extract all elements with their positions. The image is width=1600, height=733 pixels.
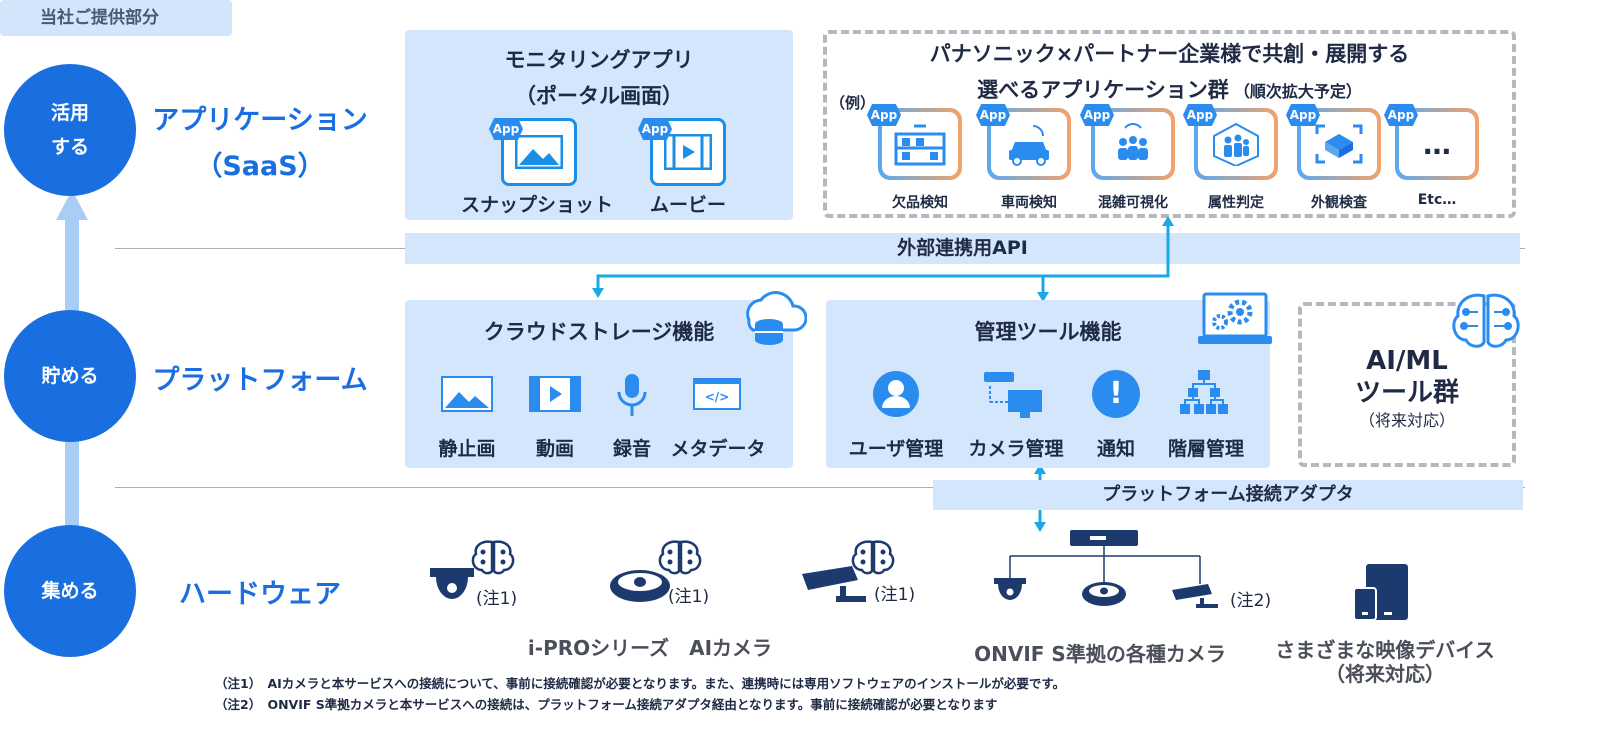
note1-marker: (注1) (476, 589, 518, 609)
image-icon (515, 135, 563, 169)
storage-item-label: 静止画 (438, 438, 496, 460)
app-tile-stockout[interactable] (878, 108, 962, 180)
app-label: 属性判定 (1208, 195, 1264, 211)
external-api-bar: 外部連携用API (405, 233, 1520, 264)
app-label: 欠品検知 (892, 195, 948, 211)
video-icon (529, 376, 581, 412)
aiml-title: ツール群 (1354, 378, 1459, 408)
cloud-storage-panel: クラウドストレージ機能 </> 静止画 動画 録音 メタデータ (405, 300, 793, 468)
storage-item-label: 動画 (535, 438, 574, 460)
layer-name-hardware: ハードウェア (179, 579, 341, 610)
film-icon (664, 134, 712, 170)
app-badge: App (1286, 104, 1320, 126)
circle-label: 貯める (41, 365, 99, 387)
storage-item-label: 録音 (612, 438, 651, 460)
onvif-camera-tree (994, 530, 1218, 608)
app-badge: App (976, 104, 1010, 126)
layer-name-line: （SaaS） (195, 151, 325, 182)
footnote-2: （注2） ONVIF S準拠カメラと本サービスへの接続は、プラットフォーム接続ア… (215, 697, 998, 712)
app-tile-vehicle[interactable] (987, 108, 1071, 180)
bullet-camera-icon (802, 566, 866, 602)
mgmt-item-label: ユーザ管理 (848, 438, 944, 460)
onvif-camera-label: ONVIF S準拠の各種カメラ (974, 642, 1226, 666)
app-label: 混雑可視化 (1098, 195, 1168, 211)
storage-item-label: メタデータ (670, 438, 766, 460)
notification-icon: ! (1092, 370, 1140, 418)
metadata-icon: </> (693, 378, 741, 410)
layer-circle-use: 活用 する (4, 64, 136, 196)
provided-scope-tag: 当社ご提供部分 (0, 0, 232, 36)
attribute-icon (1213, 122, 1259, 166)
snapshot-label: スナップショット (460, 194, 613, 216)
app-badge: App (638, 118, 672, 140)
ai-brain-icon (471, 540, 515, 575)
aiml-subtitle: （将来対応） (1358, 411, 1455, 430)
video-devices-icon (1353, 564, 1408, 621)
panel-title: モニタリングアプリ (504, 48, 694, 72)
panel-title: クラウドストレージ機能 (483, 320, 715, 344)
inspection-icon (1315, 124, 1363, 164)
note1-marker: (注1) (874, 585, 916, 605)
circle-label: する (50, 136, 89, 158)
movie-app-icon[interactable] (650, 118, 726, 186)
platform-adapter-bar: プラットフォーム接続アダプタ (933, 480, 1523, 510)
aiml-label: AI/ML ツール群 （将来対応） (1298, 345, 1516, 433)
movie-label: ムービー (649, 194, 726, 216)
app-tile-attribute[interactable] (1194, 108, 1278, 180)
note1-marker: (注1) (668, 587, 710, 607)
crowd-icon (1118, 123, 1148, 160)
microphone-icon (617, 374, 647, 416)
app-badge: App (1183, 104, 1217, 126)
ai-brain-icon (658, 540, 702, 575)
app-label: Etc… (1417, 192, 1457, 208)
layer-circle-collect: 集める (4, 525, 136, 657)
footnote-1: （注1） AIカメラと本サービスへの接続について、事前に接続確認が必要となります… (215, 676, 1066, 691)
ipro-camera-label: i-PROシリーズ AIカメラ (527, 636, 773, 660)
fisheye-camera-icon (610, 570, 670, 602)
partner-title-2: 選べるアプリケーション群 (977, 78, 1229, 102)
cloud-database-icon (746, 291, 807, 345)
circle-label: 集める (41, 580, 99, 602)
circle-label: 活用 (50, 102, 89, 124)
still-image-icon (441, 376, 493, 412)
camera-management-icon (984, 372, 1042, 418)
app-badge: App (1080, 104, 1114, 126)
app-badge: App (867, 104, 901, 126)
aiml-tools-box (1298, 302, 1516, 467)
laptop-gear-icon (1198, 292, 1272, 344)
app-badge: App (489, 118, 523, 140)
partner-subtitle: （順次拡大予定） (1233, 82, 1362, 101)
user-icon (873, 371, 919, 417)
layer-name-platform: プラットフォーム (152, 365, 368, 396)
video-devices-label: さまざまな映像デバイス （将来対応） (1260, 638, 1510, 686)
layer-circle-store: 貯める (4, 310, 136, 442)
partner-title-row: 選べるアプリケーション群 （順次拡大予定） (823, 74, 1516, 104)
shelf-icon (894, 124, 946, 166)
separator-line (115, 487, 1525, 488)
ai-brain-icon (1452, 293, 1520, 348)
app-label: 外観検査 (1311, 195, 1367, 211)
aiml-title: AI/ML (1366, 346, 1448, 376)
example-label: （例） (830, 94, 876, 112)
devices-label-line: さまざまな映像デバイス (1275, 638, 1495, 662)
car-icon (1009, 125, 1049, 166)
note2-marker: (注2) (1230, 591, 1272, 611)
partner-title: パナソニック×パートナー企業様で共創・展開する (929, 42, 1410, 66)
ai-brain-icon (851, 540, 895, 575)
app-badge: App (1384, 104, 1418, 126)
app-label: 車両検知 (1001, 195, 1057, 211)
hierarchy-icon (1180, 370, 1228, 414)
mgmt-item-label: 階層管理 (1167, 438, 1244, 460)
management-tools-panel: 管理ツール機能 ! ユーザ管理 カメラ管理 通知 階層管理 (826, 300, 1270, 468)
panel-title: 管理ツール機能 (974, 320, 1122, 344)
snapshot-app-icon[interactable] (501, 118, 577, 186)
mgmt-item-label: 通知 (1096, 438, 1135, 460)
devices-label-line: （将来対応） (1325, 662, 1445, 686)
layer-name-line: アプリケーション (152, 105, 368, 136)
mgmt-item-label: カメラ管理 (968, 438, 1064, 460)
monitoring-app-panel: モニタリングアプリ （ポータル画面） App App スナップショット ムービー (405, 30, 793, 220)
dome-camera-icon (430, 568, 474, 599)
layer-name-application: アプリケーション （SaaS） (140, 98, 380, 190)
panel-subtitle: （ポータル画面） (515, 84, 683, 108)
